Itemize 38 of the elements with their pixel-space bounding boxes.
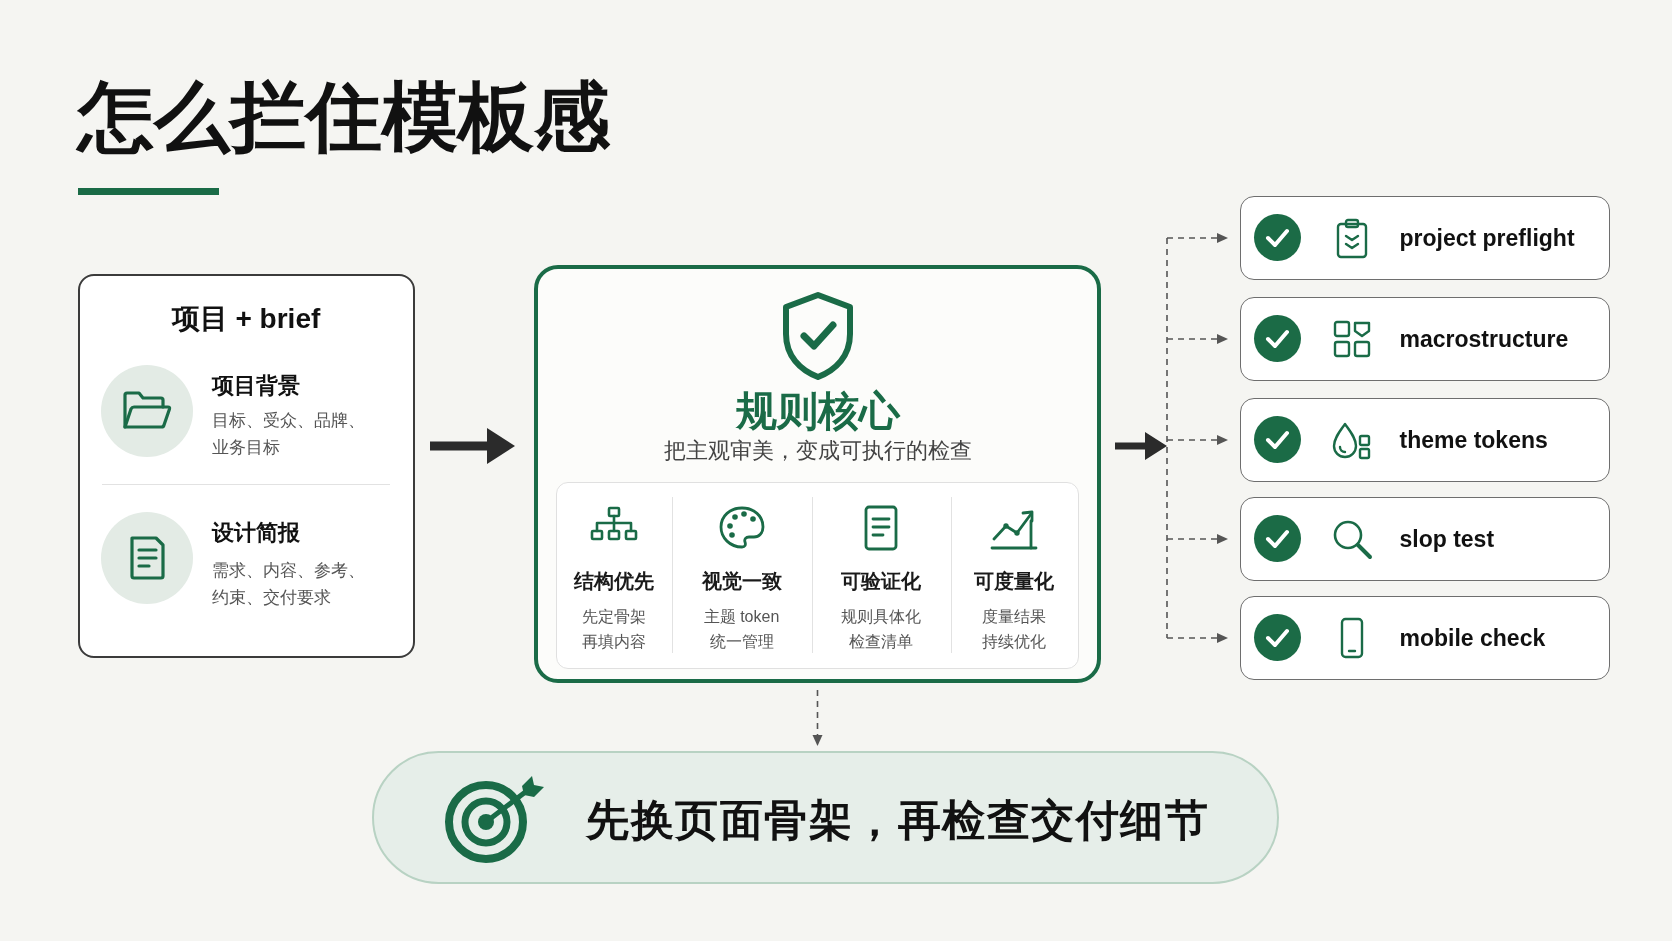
- feature-description: 规则具体化检查清单: [840, 607, 922, 652]
- feature-panel: [556, 482, 1079, 669]
- arrow: [430, 428, 515, 464]
- check-label: slop test: [1399, 524, 1495, 553]
- summary-text: 先换页面骨架，再检查交付细节: [586, 795, 1209, 847]
- dashed-arrow: [1166, 435, 1228, 445]
- title: 怎么拦住模板感: [78, 73, 610, 162]
- check-label: macrostructure: [1399, 324, 1569, 353]
- feature-description: 度量结果持续优化: [981, 607, 1047, 652]
- check-card: [1240, 398, 1610, 482]
- feature-title: 可验证化: [841, 568, 921, 593]
- dashed-arrow: [1166, 534, 1228, 544]
- branching-arrow: [1115, 237, 1168, 639]
- dashed-arrow: [1166, 334, 1228, 344]
- item-description: 目标、受众、品牌、业务目标: [211, 410, 366, 459]
- core-panel: [534, 265, 1101, 683]
- check-label: mobile check: [1399, 623, 1546, 652]
- panel-title: 规则核心: [735, 387, 900, 437]
- check-label: theme tokens: [1399, 425, 1548, 454]
- feature-title: 视觉一致: [701, 568, 782, 593]
- item-title: 设计简报: [211, 518, 300, 547]
- check-card: [1240, 497, 1610, 581]
- feature-title: 结构优先: [574, 568, 654, 593]
- card-heading: 项目 + brief: [171, 301, 321, 335]
- dashed-arrow: [1166, 233, 1228, 243]
- feature-description: 主题 token统一管理: [702, 607, 781, 652]
- item-title: 项目背景: [211, 371, 300, 400]
- dashed-arrow: [812, 689, 823, 746]
- input-card: [78, 274, 415, 658]
- feature-description: 先定骨架再填内容: [581, 607, 647, 652]
- check-label: project preflight: [1399, 223, 1575, 252]
- item-description: 需求、内容、参考、约束、交付要求: [211, 560, 366, 609]
- feature-title: 可度量化: [974, 568, 1054, 593]
- panel-subtitle: 把主观审美，变成可执行的检查: [663, 437, 972, 465]
- check-card: [1240, 196, 1610, 280]
- check-card: [1240, 297, 1610, 381]
- dashed-arrow: [1166, 633, 1228, 643]
- check-card: [1240, 596, 1610, 680]
